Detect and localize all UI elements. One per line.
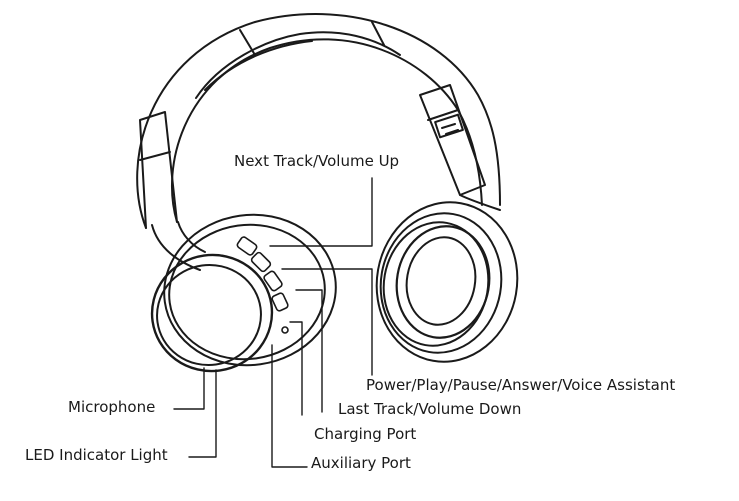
leader-charging: [289, 321, 303, 416]
left-earcup-face: [150, 253, 274, 373]
label-charging: Charging Port: [314, 425, 417, 443]
label-next-track: Next Track/Volume Up: [234, 152, 400, 170]
leader-last-track: [295, 289, 323, 413]
leader-microphone: [173, 367, 205, 410]
left-earcup-shell: [163, 213, 337, 367]
label-power: Power/Play/Pause/Answer/Voice Assistant: [366, 376, 676, 394]
right-slider: [419, 84, 486, 196]
right-earcup-ring-1: [379, 212, 503, 354]
left-earcup-shell-inner: [168, 223, 326, 361]
label-microphone: Microphone: [68, 398, 156, 416]
headband-outer: [136, 13, 501, 229]
label-auxiliary: Auxiliary Port: [311, 454, 411, 472]
label-last-track: Last Track/Volume Down: [338, 400, 522, 418]
leader-lines: [173, 177, 373, 468]
left-yoke: [151, 224, 201, 271]
leader-auxiliary: [271, 344, 308, 468]
leader-led: [188, 369, 217, 458]
label-led: LED Indicator Light: [25, 446, 168, 464]
right-hinge: [434, 113, 464, 139]
leader-power: [281, 268, 373, 376]
left-earcup-face-inner: [156, 263, 262, 367]
headband-inner: [170, 38, 483, 223]
headband-padding: [195, 31, 401, 99]
control-buttons: [236, 236, 289, 334]
left-slider: [139, 111, 178, 229]
right-earcup-inner: [405, 236, 477, 326]
right-yoke: [459, 194, 501, 211]
right-earcup-pad: [395, 225, 491, 339]
leader-next-track: [269, 177, 373, 247]
right-earcup-outer: [375, 201, 519, 363]
